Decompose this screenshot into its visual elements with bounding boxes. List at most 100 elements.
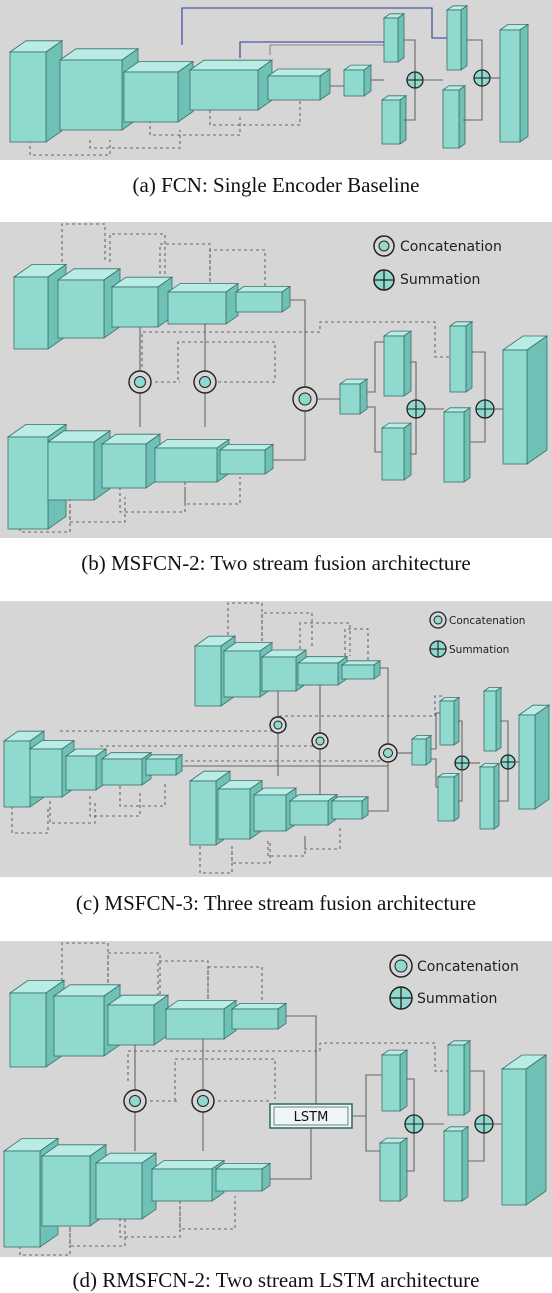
stream1-block-3 — [110, 276, 174, 328]
connector — [265, 1128, 312, 1180]
summation-icon — [389, 986, 413, 1010]
connector — [364, 406, 384, 453]
skip-connection — [304, 826, 341, 850]
skip-connection — [49, 801, 96, 824]
panel-d-rmsfcn2: Concatenation Summation LSTM — [0, 941, 552, 1257]
stream2-block-2 — [46, 430, 112, 501]
connector — [463, 86, 483, 121]
skip-connection — [174, 1058, 276, 1101]
legend-concatenation-label: Concatenation — [449, 615, 525, 627]
concatenation-node — [269, 716, 287, 734]
fcn-diagram — [8, 5, 530, 156]
bottleneck-block — [410, 734, 433, 766]
connector — [467, 39, 483, 70]
skip-connection — [109, 233, 166, 274]
concatenation-node — [193, 370, 217, 394]
skip-connection — [89, 791, 141, 817]
summation-icon — [429, 640, 447, 658]
stream2-block-4 — [153, 438, 231, 483]
panel-a-fcn — [0, 0, 552, 160]
stream2-block-3 — [100, 433, 162, 489]
summation-node — [473, 69, 491, 87]
skip-connection — [177, 341, 276, 380]
stream2-block-4 — [150, 1159, 226, 1202]
stream1-block-4 — [296, 655, 349, 686]
connector — [181, 7, 447, 45]
skip-connection — [11, 806, 49, 834]
stream1-block-4 — [166, 282, 240, 325]
connector — [470, 1070, 485, 1115]
skip-connection — [119, 781, 166, 807]
legend: Concatenation Summation — [429, 611, 525, 658]
skip-connection — [61, 942, 109, 983]
bottleneck-block — [342, 64, 373, 97]
summation-node — [404, 1114, 424, 1134]
connector — [375, 667, 389, 746]
connector — [352, 1074, 382, 1117]
connector — [352, 1115, 380, 1152]
connector — [404, 88, 416, 121]
concatenation-node — [191, 1089, 215, 1113]
output-block — [501, 335, 549, 465]
panel-b-msfcn2: Concatenation Summation — [0, 222, 552, 538]
decoder-block — [436, 772, 461, 822]
connector — [458, 771, 463, 802]
caption-a: (a) FCN: Single Encoder Baseline — [132, 173, 420, 197]
stream2-block-5 — [214, 1162, 272, 1192]
decoder-block — [438, 696, 461, 746]
connector — [406, 1078, 415, 1115]
panel-c-msfcn3: Concatenation Summation — [0, 601, 552, 877]
skip-connection — [157, 960, 209, 1003]
skip-connection — [199, 846, 233, 874]
concatenation-node — [378, 743, 398, 763]
concatenation-node — [292, 386, 318, 412]
skip-connection — [61, 223, 106, 262]
connector — [406, 1133, 415, 1172]
output-block — [500, 1054, 548, 1206]
encoder-block-1 — [8, 40, 64, 143]
skip-connection — [29, 140, 111, 156]
decoder-block — [380, 95, 408, 145]
skip-connection — [60, 695, 442, 732]
legend: Concatenation Summation — [373, 235, 502, 291]
encoder-block-4 — [188, 59, 274, 111]
decoder-block — [442, 407, 472, 483]
decoder-block — [382, 330, 413, 397]
decoder-block — [446, 1040, 472, 1116]
concatenation-node — [128, 370, 152, 394]
skip-connection — [159, 243, 211, 282]
decoder-block — [478, 762, 501, 830]
skip-connection — [119, 1206, 181, 1238]
concatenation-node — [311, 732, 329, 750]
skip-connection — [100, 726, 321, 747]
stream1-block-5 — [340, 660, 382, 680]
skip-connection — [69, 1211, 126, 1247]
bottleneck-block — [338, 378, 369, 415]
legend-summation-label: Summation — [400, 272, 480, 288]
stream1-block-5 — [230, 1002, 288, 1030]
skip-connection — [231, 841, 271, 864]
lstm-label: LSTM — [294, 1110, 329, 1125]
encoder-block-3 — [122, 60, 195, 123]
caption-b: (b) MSFCN-2: Two stream fusion architect… — [81, 551, 471, 575]
msfcn2-diagram: Concatenation Summation — [6, 223, 549, 533]
decoder-block — [378, 1137, 409, 1202]
connector — [410, 361, 417, 400]
connector — [364, 341, 384, 393]
encoder-block-5 — [266, 68, 332, 101]
legend-concatenation-label: Concatenation — [400, 239, 502, 255]
connector — [458, 720, 463, 755]
summation-node — [474, 1114, 494, 1134]
stream2-block-5 — [218, 443, 275, 475]
rmsfcn2-diagram: Concatenation Summation LSTM — [2, 942, 548, 1256]
connector — [498, 769, 509, 802]
decoder-block — [380, 422, 413, 481]
skip-connection — [227, 602, 263, 641]
stream1-block-5 — [234, 285, 292, 313]
skip-connection — [261, 612, 313, 649]
skip-connection — [127, 1042, 448, 1081]
concatenation-icon — [389, 954, 413, 978]
connector — [500, 720, 509, 755]
skip-connection — [141, 321, 450, 367]
stream2-block-5 — [144, 754, 184, 776]
